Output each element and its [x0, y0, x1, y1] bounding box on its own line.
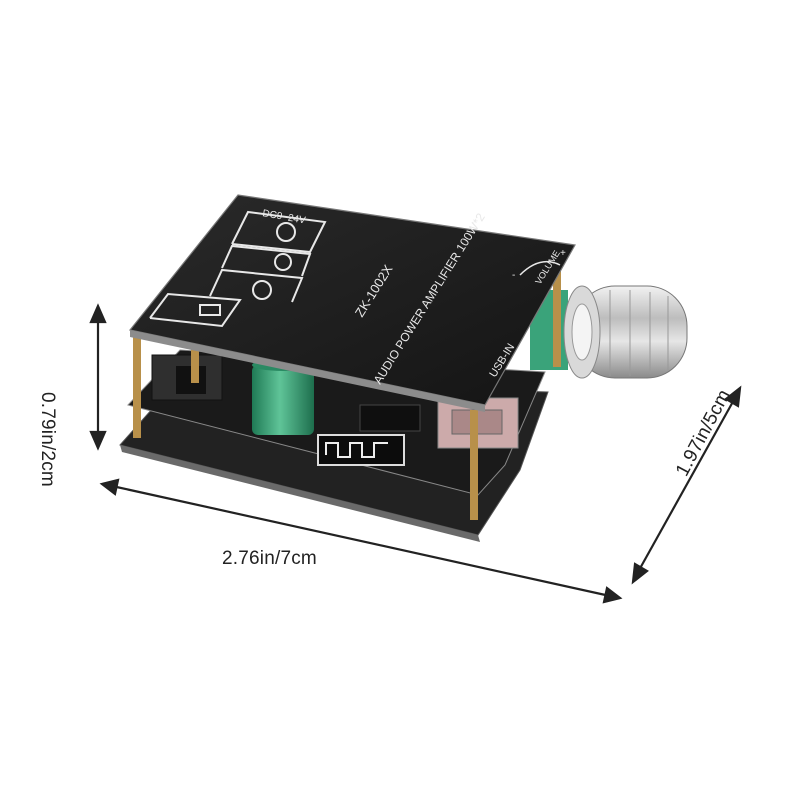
volume-arc [519, 260, 561, 276]
silkscreen-outlines [149, 210, 327, 328]
height-dimension-label: 0.79in/2cm [37, 392, 58, 487]
bottom-board-edge [120, 445, 480, 542]
chip [359, 404, 421, 432]
dimension-arrows [89, 303, 742, 604]
aux-icon [199, 304, 221, 316]
width-dimension-label: 2.76in/7cm [222, 548, 317, 569]
volume-knob [563, 285, 688, 379]
standoff [133, 328, 141, 438]
antenna-trace [325, 442, 388, 458]
speaker-r-icon [274, 253, 292, 271]
volume-minus: - [512, 270, 515, 281]
standoff [553, 262, 561, 367]
power-icon [276, 222, 296, 242]
capacitor [252, 365, 314, 435]
volume-plus: + [560, 248, 566, 259]
standoff [470, 410, 478, 520]
speaker-l-icon [252, 280, 272, 300]
top-plate-edge [130, 330, 485, 412]
